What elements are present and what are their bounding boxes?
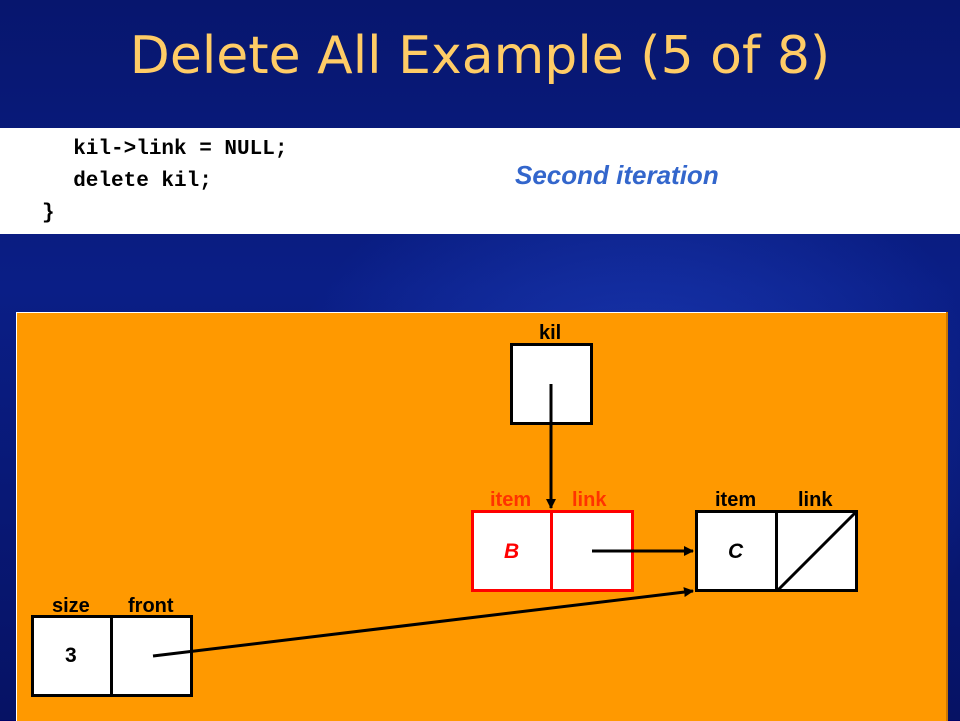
size-cell: [31, 615, 113, 697]
node-c-item-label: item: [715, 489, 757, 511]
node-c-item-value: C: [728, 540, 744, 563]
node-b-item-label: item: [490, 489, 532, 511]
node-b-item-cell: [471, 510, 553, 592]
size-value: 3: [65, 644, 77, 667]
size-label: size: [52, 595, 90, 617]
slide-title: Delete All Example (5 of 8): [129, 26, 831, 86]
kil-label: kil: [539, 322, 562, 344]
code-line-3: }: [42, 202, 55, 225]
code-line-1: kil->link = NULL;: [48, 138, 288, 161]
front-cell: [110, 615, 193, 697]
front-label: front: [128, 595, 174, 617]
node-c-null-slash: [776, 510, 858, 592]
front-to-node-c-arrow: [152, 587, 694, 658]
node-b-link-label: link: [572, 489, 607, 511]
node-c-link-label: link: [798, 489, 833, 511]
code-panel: kil->link = NULL; delete kil; }: [0, 128, 960, 234]
iteration-label: Second iteration: [515, 160, 719, 190]
code-line-2: delete kil;: [48, 170, 212, 193]
node-b-item-value: B: [504, 540, 520, 563]
